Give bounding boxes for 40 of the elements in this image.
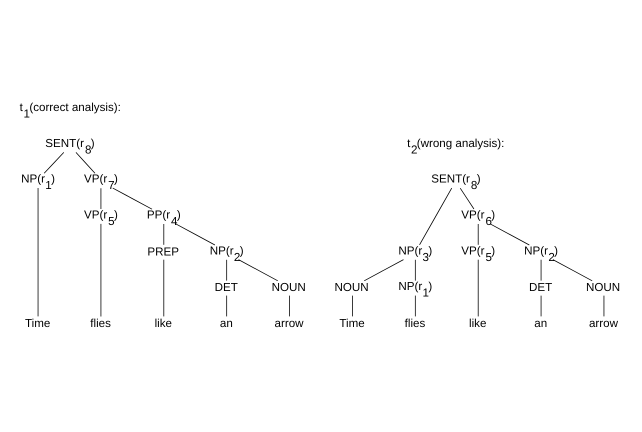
node-text: Time <box>24 316 50 330</box>
connector <box>490 222 530 245</box>
connector <box>540 294 542 316</box>
node-text: like <box>469 316 486 330</box>
connector <box>238 258 278 281</box>
node-text: NOUN <box>334 280 369 294</box>
node-text: DET <box>528 280 552 294</box>
connector <box>76 152 96 174</box>
node-text: arrow <box>274 316 304 330</box>
connector <box>460 187 474 209</box>
connector <box>364 258 404 281</box>
node-text: DET <box>214 280 238 294</box>
connector <box>352 294 353 316</box>
connector <box>112 187 152 210</box>
connector <box>100 223 102 316</box>
connector <box>175 222 216 245</box>
connector <box>414 258 416 280</box>
connector <box>540 258 542 280</box>
connector <box>478 223 479 245</box>
connector <box>226 294 228 316</box>
connector <box>419 187 452 245</box>
node-text: Time <box>339 316 365 330</box>
connector <box>414 294 416 316</box>
node-text: NOUN <box>586 280 620 294</box>
connector <box>226 258 228 280</box>
connector <box>163 223 164 245</box>
node-text: an <box>220 316 233 330</box>
node-text: flies <box>404 316 426 330</box>
node-text: like <box>154 316 172 330</box>
node-text: NOUN <box>272 280 306 294</box>
connector <box>289 294 290 316</box>
connector <box>44 152 64 174</box>
connector <box>100 187 102 209</box>
node-text: PREP <box>147 244 179 258</box>
connector <box>163 258 164 316</box>
node-text: arrow <box>588 316 618 330</box>
node-text: flies <box>90 316 111 330</box>
connector <box>552 258 593 281</box>
connector <box>478 258 479 316</box>
node-text: an <box>534 316 548 330</box>
